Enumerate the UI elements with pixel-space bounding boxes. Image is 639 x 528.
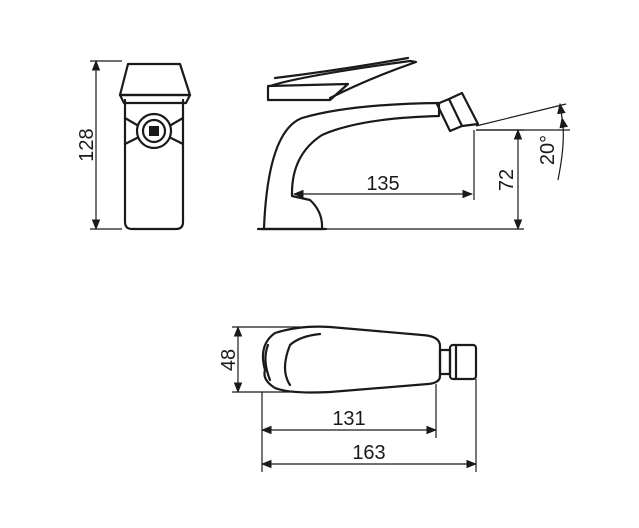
front-lever-base xyxy=(118,93,192,105)
top-body-edge xyxy=(264,343,272,382)
dim-label-reach: 135 xyxy=(366,173,399,195)
side-view: 135 72 20° xyxy=(256,56,570,231)
front-lever xyxy=(118,62,192,97)
top-view: 48 131 163 xyxy=(218,325,478,472)
angle-ray xyxy=(475,103,567,127)
dim-label-163: 163 xyxy=(352,442,385,464)
dim-label-height: 128 xyxy=(76,128,98,161)
side-lever-top xyxy=(273,56,410,80)
side-nozzle xyxy=(435,91,480,133)
dim-label-angle: 20° xyxy=(537,135,559,165)
front-body-outline xyxy=(123,98,185,231)
side-body-outline xyxy=(260,101,441,231)
side-lever-mount xyxy=(266,82,350,102)
front-view: 128 xyxy=(76,59,192,231)
front-nozzle xyxy=(123,112,185,150)
dim-label-131: 131 xyxy=(332,408,365,430)
dim-label-width: 48 xyxy=(218,349,240,371)
top-body-curve xyxy=(283,332,322,387)
angle-arc xyxy=(557,116,568,181)
dim-label-nozzle-height: 72 xyxy=(496,169,518,191)
side-lever xyxy=(268,59,418,100)
top-nozzle xyxy=(438,343,478,381)
